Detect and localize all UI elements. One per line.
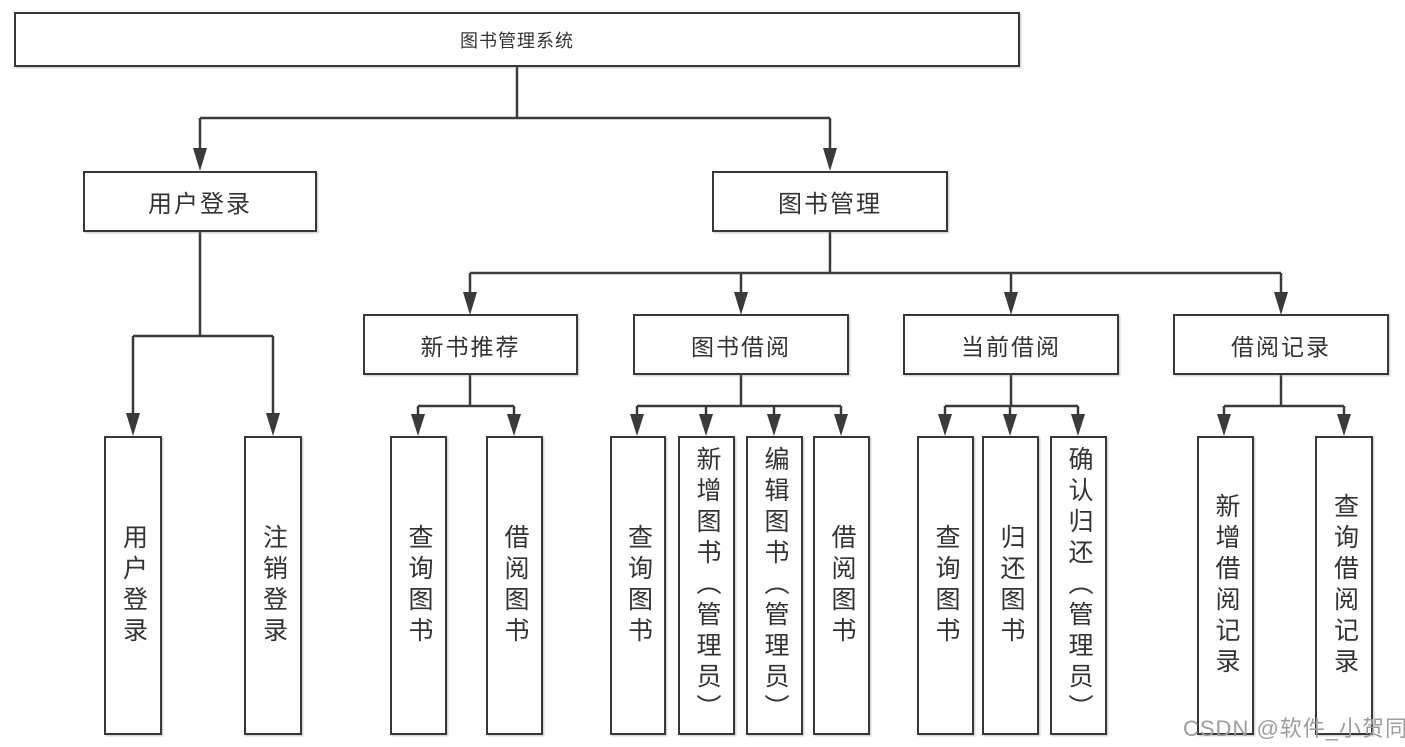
leaf-label: 查询图书	[932, 523, 960, 648]
leaf-label: 新增图书（管理员）	[693, 446, 721, 725]
node-label: 借阅记录	[1231, 333, 1331, 360]
leaf-query-borrow-record: 查询借阅记录	[1315, 436, 1373, 735]
leaf-label: 用户登录	[119, 523, 148, 648]
node-label: 用户登录	[148, 191, 252, 218]
leaf-return-books: 归还图书	[982, 436, 1039, 735]
node-root-library-system: 图书管理系统	[14, 12, 1020, 67]
leaf-edit-books-admin: 编辑图书（管理员）	[746, 436, 803, 735]
node-label: 新书推荐	[420, 333, 521, 360]
leaf-label: 借阅图书	[828, 523, 856, 648]
leaf-confirm-return-admin: 确认归还（管理员）	[1050, 436, 1107, 735]
leaf-query-books-borrow: 查询图书	[610, 436, 666, 735]
leaf-logout: 注销登录	[244, 436, 302, 735]
leaf-query-books-recommend: 查询图书	[390, 436, 447, 735]
leaf-label: 查询图书	[405, 523, 433, 648]
leaf-add-borrow-record: 新增借阅记录	[1197, 436, 1254, 735]
leaf-label: 查询图书	[624, 523, 653, 648]
leaf-user-login: 用户登录	[104, 436, 162, 735]
leaf-label: 新增借阅记录	[1212, 492, 1240, 679]
node-user-login: 用户登录	[83, 171, 317, 232]
node-book-management: 图书管理	[712, 171, 948, 232]
leaf-label: 归还图书	[997, 523, 1025, 648]
node-label: 图书借阅	[691, 333, 791, 360]
node-current-borrow: 当前借阅	[903, 314, 1119, 375]
leaf-label: 确认归还（管理员）	[1065, 446, 1093, 725]
leaf-label: 编辑图书（管理员）	[761, 446, 789, 725]
node-label: 当前借阅	[961, 333, 1061, 360]
leaf-borrow-books-recommend: 借阅图书	[486, 436, 543, 735]
leaf-label: 借阅图书	[501, 523, 529, 648]
node-new-book-recommend: 新书推荐	[363, 314, 578, 375]
csdn-watermark: CSDN @软件_小贺同学	[1183, 716, 1405, 741]
arrowhead-icons	[126, 148, 1351, 436]
leaf-label: 注销登录	[259, 523, 288, 648]
leaf-add-books-admin: 新增图书（管理员）	[678, 436, 735, 735]
node-book-borrow: 图书借阅	[633, 314, 849, 375]
node-label: 图书管理系统	[460, 30, 574, 51]
leaf-label: 查询借阅记录	[1330, 492, 1359, 679]
leaf-borrow-books: 借阅图书	[813, 436, 870, 735]
leaf-query-books-current: 查询图书	[917, 436, 974, 735]
node-label: 图书管理	[778, 191, 882, 218]
node-borrow-records: 借阅记录	[1173, 314, 1389, 375]
